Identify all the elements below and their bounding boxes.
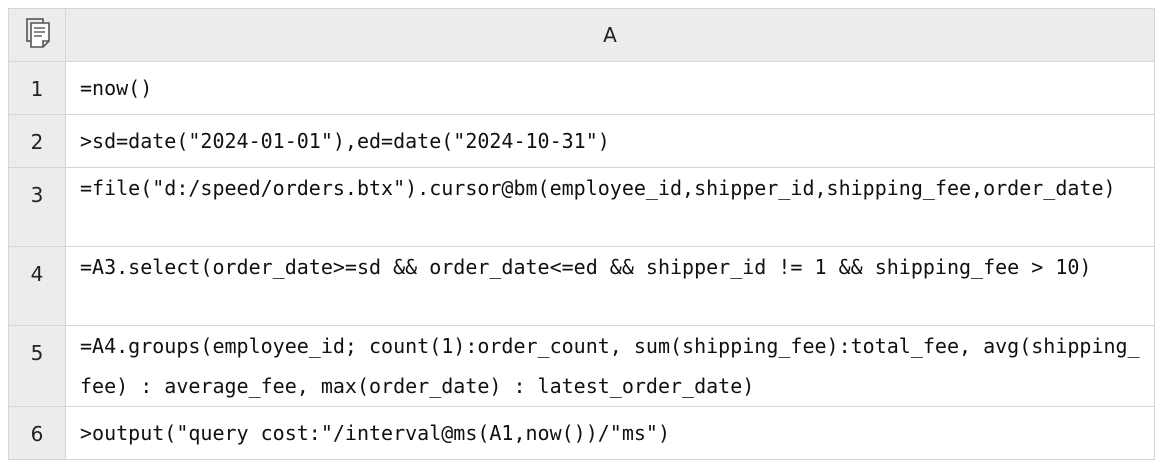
row-header-2[interactable]: 2 bbox=[8, 114, 66, 168]
row-number: 4 bbox=[30, 262, 44, 286]
row-number: 1 bbox=[30, 77, 44, 101]
cell-a5[interactable]: =A4.groups(employee_id; count(1):order_c… bbox=[65, 325, 1155, 407]
row-header-1[interactable]: 1 bbox=[8, 61, 66, 115]
document-icon bbox=[24, 17, 50, 53]
row-header-6[interactable]: 6 bbox=[8, 406, 66, 460]
cell-a4[interactable]: =A3.select(order_date>=sd && order_date<… bbox=[65, 246, 1155, 326]
row-header-3[interactable]: 3 bbox=[8, 167, 66, 247]
row-number: 3 bbox=[30, 183, 44, 207]
cell-a3[interactable]: =file("d:/speed/orders.btx").cursor@bm(e… bbox=[65, 167, 1155, 247]
row-header-4[interactable]: 4 bbox=[8, 246, 66, 326]
cell-a1[interactable]: =now() bbox=[65, 61, 1155, 115]
select-all-corner[interactable] bbox=[8, 8, 66, 62]
cell-a6[interactable]: >output("query cost:"/interval@ms(A1,now… bbox=[65, 406, 1155, 460]
row-number: 6 bbox=[30, 422, 44, 446]
row-header-5[interactable]: 5 bbox=[8, 325, 66, 407]
row-number: 5 bbox=[30, 341, 44, 365]
cell-a2[interactable]: >sd=date("2024-01-01"),ed=date("2024-10-… bbox=[65, 114, 1155, 168]
spreadsheet-grid: A 1 =now() 2 >sd=date("2024-01-01"),ed=d… bbox=[8, 8, 1155, 460]
row-number: 2 bbox=[30, 130, 44, 154]
column-header-a[interactable]: A bbox=[65, 8, 1155, 62]
